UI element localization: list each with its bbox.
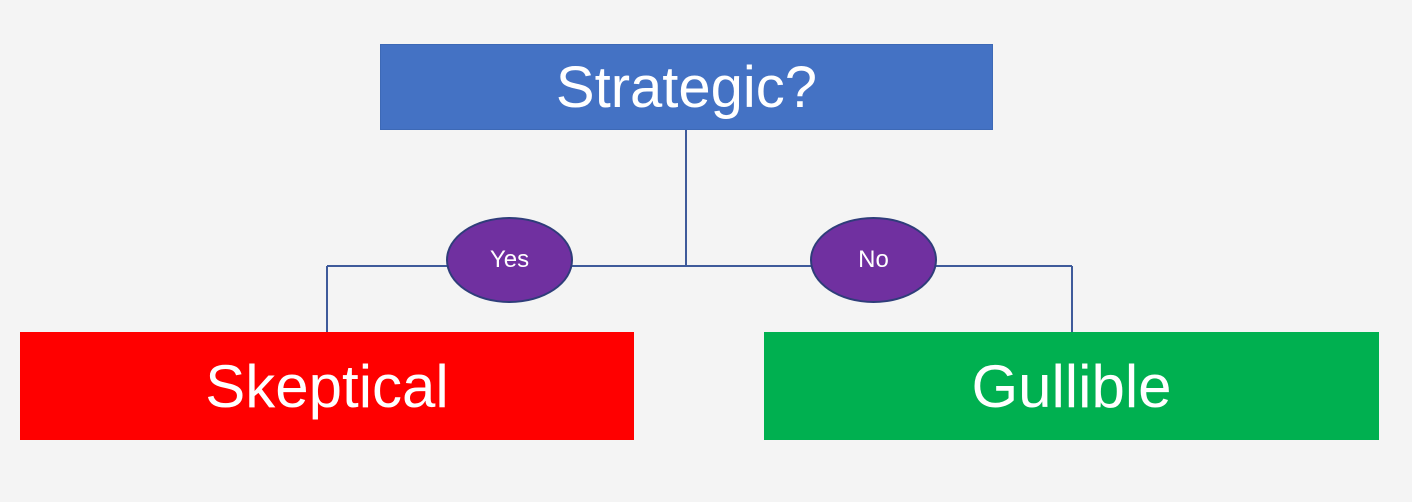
yes-edge-label: Yes xyxy=(446,217,573,303)
gullible-result-box: Gullible xyxy=(764,332,1379,440)
no-edge-label: No xyxy=(810,217,937,303)
no-edge-text: No xyxy=(858,246,889,273)
yes-edge-text: Yes xyxy=(489,246,530,273)
gullible-result-label: Gullible xyxy=(971,352,1172,420)
skeptical-result-label: Skeptical xyxy=(205,352,449,420)
root-question-box: Strategic? xyxy=(380,44,993,130)
skeptical-result-box: Skeptical xyxy=(20,332,634,440)
root-question-label: Strategic? xyxy=(555,54,818,120)
